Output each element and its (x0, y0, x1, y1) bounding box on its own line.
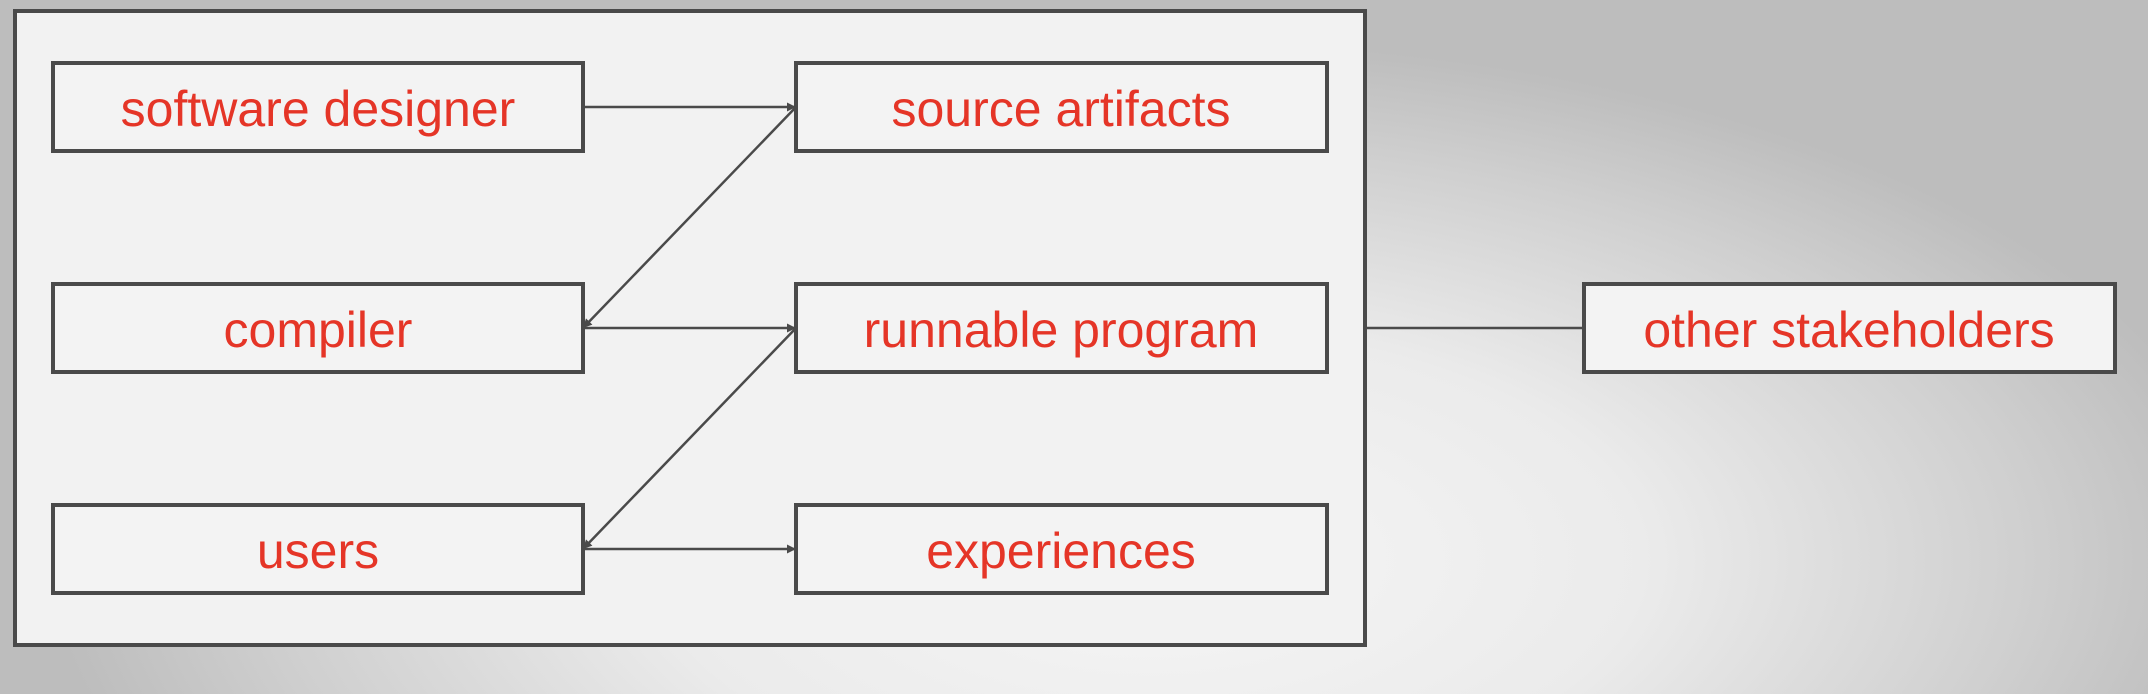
node-label-experiences: experiences (926, 523, 1196, 579)
node-experiences: experiences (794, 503, 1329, 595)
node-label-other-stakeholders: other stakeholders (1643, 302, 2054, 358)
node-label-runnable-program: runnable program (864, 302, 1259, 358)
node-software-designer: software designer (51, 61, 585, 153)
node-users: users (51, 503, 585, 595)
node-label-software-designer: software designer (121, 81, 516, 137)
node-label-source-artifacts: source artifacts (891, 81, 1230, 137)
edge-runnable-program-to-users (582, 327, 797, 550)
edge-source-artifacts-to-compiler (582, 106, 797, 329)
node-label-compiler: compiler (224, 302, 413, 358)
node-runnable-program: runnable program (794, 282, 1329, 374)
node-compiler: compiler (51, 282, 585, 374)
node-source-artifacts: source artifacts (794, 61, 1329, 153)
node-label-users: users (257, 523, 379, 579)
node-other-stakeholders: other stakeholders (1582, 282, 2117, 374)
